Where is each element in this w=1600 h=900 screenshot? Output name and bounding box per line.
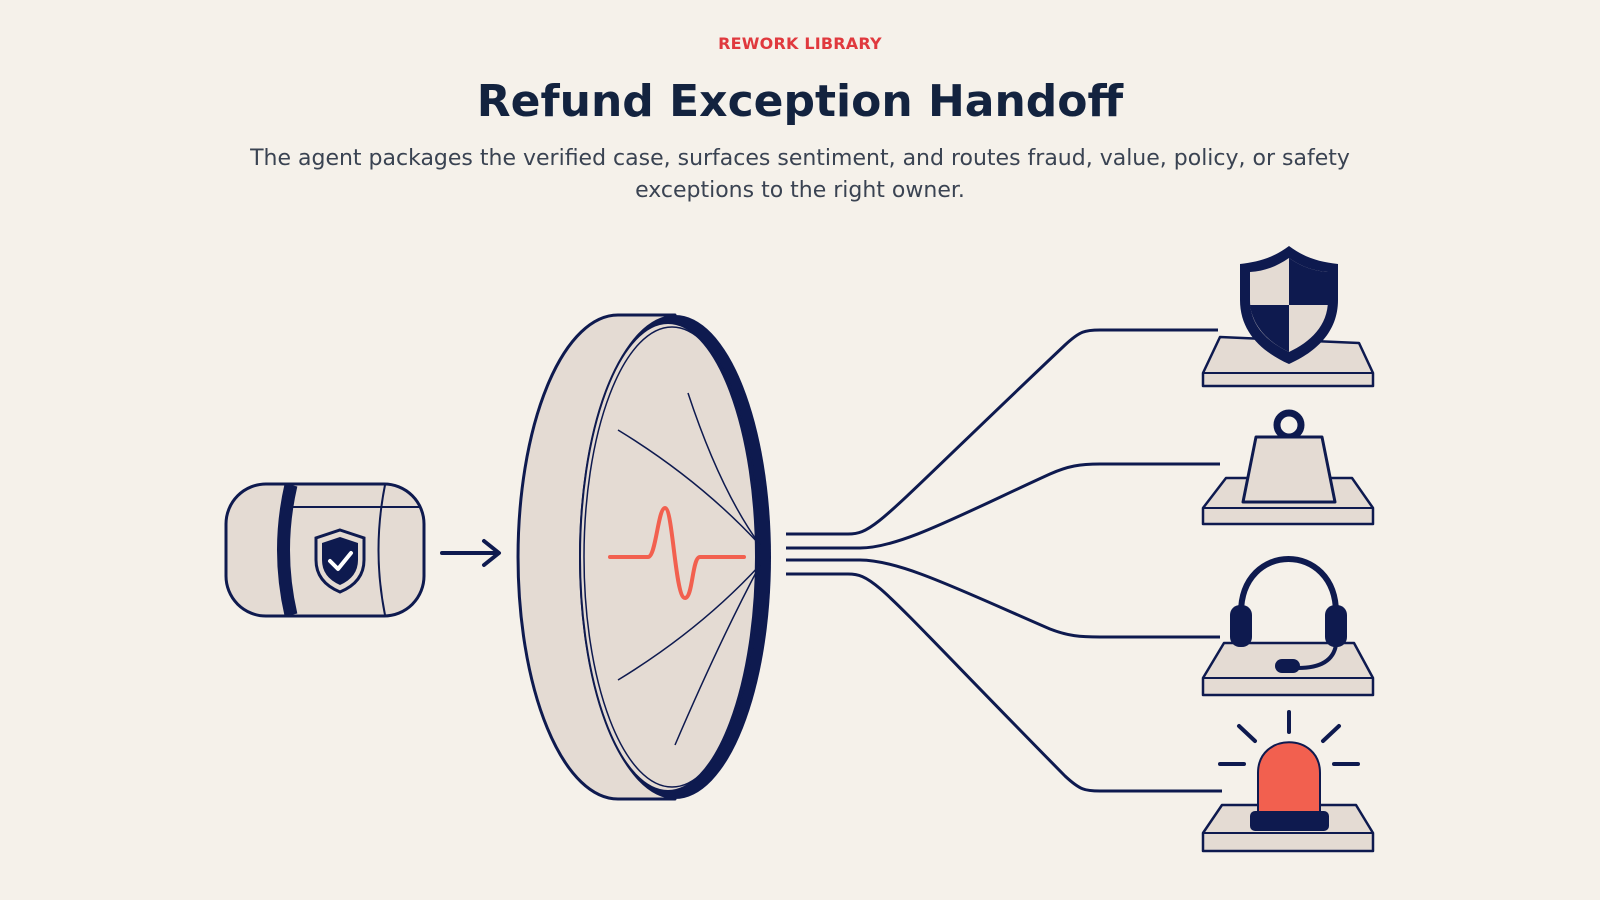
route-line-value <box>786 462 1220 550</box>
eyebrow-label: REWORK LIBRARY <box>718 34 882 53</box>
page-title: Refund Exception Handoff <box>476 76 1124 127</box>
routing-hub-disc <box>516 313 771 801</box>
destination-fraud <box>1201 246 1375 388</box>
weight-icon <box>1241 409 1337 504</box>
verified-shield-case-icon <box>314 528 366 594</box>
route-line-policy <box>786 558 1220 639</box>
headset-icon <box>1230 556 1347 673</box>
flow-arrow <box>440 539 501 567</box>
route-line-safety <box>786 572 1222 793</box>
page-subtitle: The agent packages the verified case, su… <box>250 146 1350 203</box>
destination-safety <box>1201 710 1375 853</box>
sentiment-pulse-icon <box>608 506 746 600</box>
destination-policy <box>1201 556 1375 697</box>
route-line-fraud <box>786 328 1218 536</box>
verified-case-capsule <box>224 482 426 618</box>
security-shield-icon <box>1240 246 1338 364</box>
destination-value <box>1201 409 1375 526</box>
alarm-siren-icon <box>1218 710 1360 831</box>
routing-lines <box>786 328 1222 793</box>
